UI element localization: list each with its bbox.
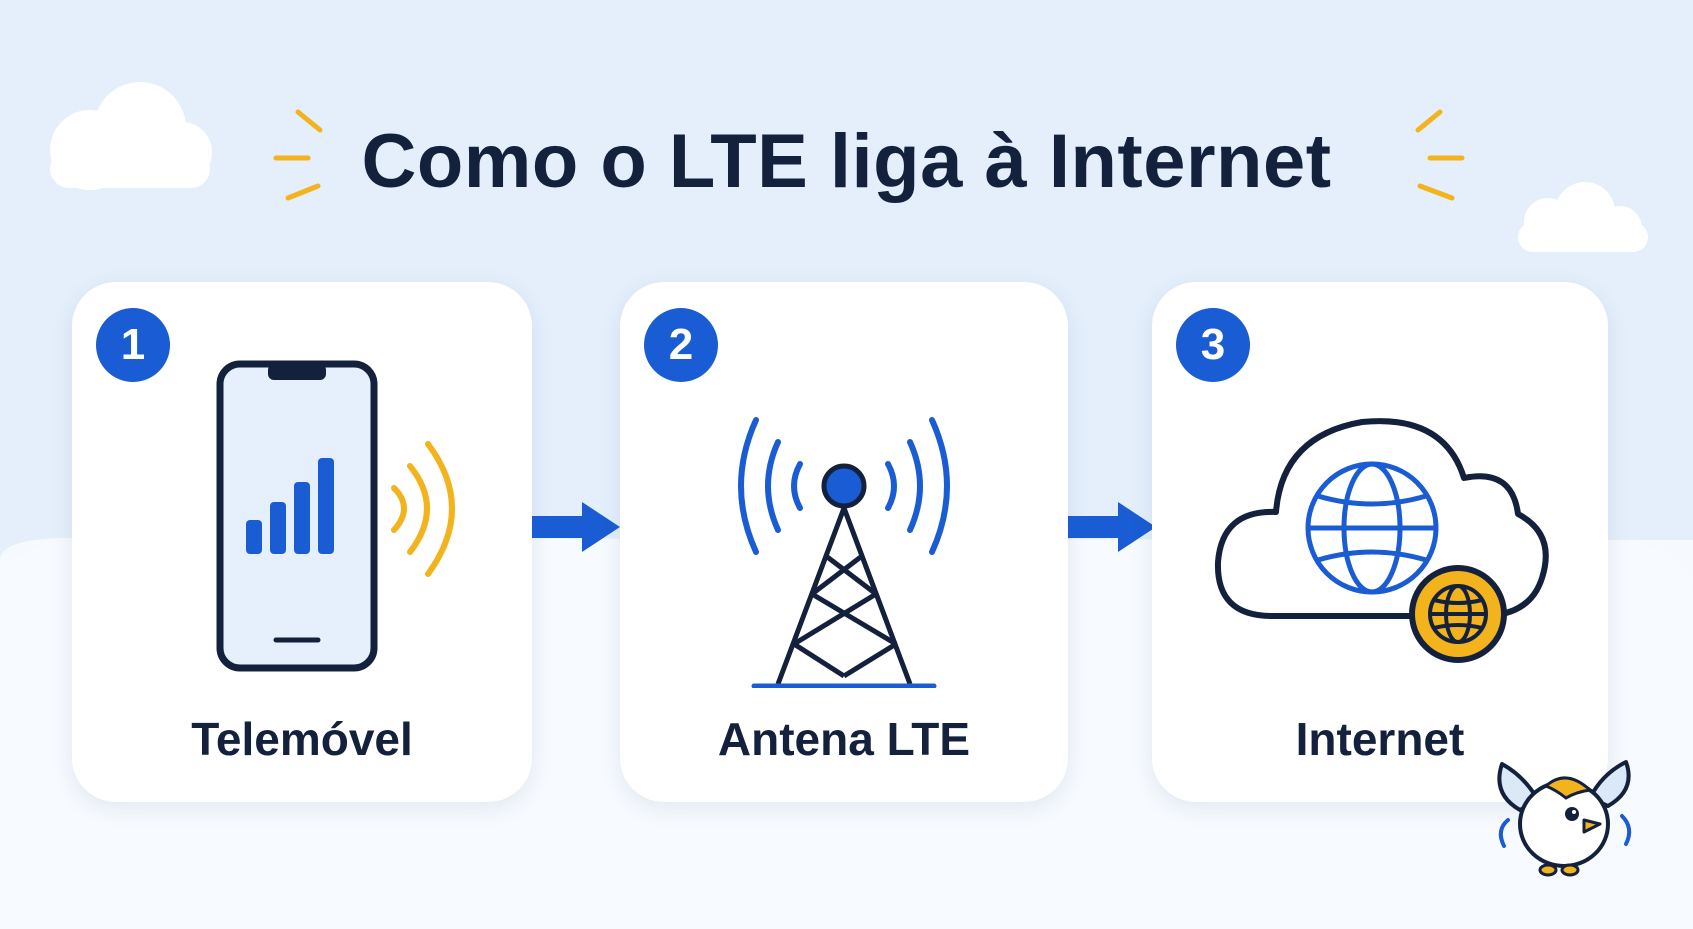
bird-mascot-icon	[1497, 760, 1632, 877]
step-number-badge: 2	[644, 308, 718, 382]
smartphone-signal-icon	[216, 360, 455, 672]
step-label: Antena LTE	[717, 713, 971, 765]
cell-tower-icon	[738, 417, 950, 688]
arrow-right-icon	[532, 502, 620, 552]
step-card-tower: 2 Antena LTE	[620, 282, 1068, 802]
step-number-badge: 1	[96, 308, 170, 382]
cloud-icon	[50, 82, 212, 190]
cloud-icon	[1518, 182, 1648, 252]
step-card-phone: 1 Telemóvel	[72, 282, 532, 802]
step-number-badge: 3	[1176, 308, 1250, 382]
step-card-internet: 3 Internet	[1152, 282, 1608, 802]
cloud-globe-icon	[1214, 418, 1549, 663]
step-label: Telemóvel	[191, 713, 413, 765]
step-label: Internet	[1295, 713, 1465, 765]
arrow-right-icon	[1068, 502, 1156, 552]
diagram-title: Como o LTE liga à Internet	[361, 119, 1332, 204]
sparkle-icon	[273, 109, 1465, 201]
